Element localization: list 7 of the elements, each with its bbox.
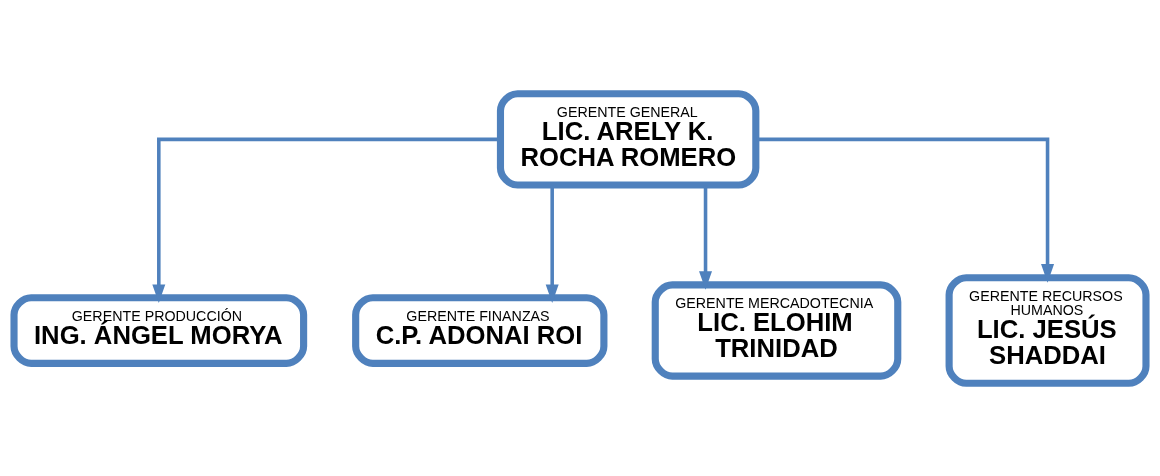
node-box: GERENTE RECURSOS HUMANOS LIC. JESÚS SHADDAI bbox=[945, 273, 1150, 387]
arrow bbox=[756, 137, 1055, 283]
node-box: GERENTE PRODUCCIÓN ING. ÁNGEL MORYA bbox=[10, 293, 308, 367]
arrow bbox=[152, 137, 500, 303]
node-box: GERENTE GENERAL LIC. ARELY K. ROCHA ROMERO bbox=[496, 89, 760, 189]
node-box: GERENTE FINANZAS C.P. ADONAI ROI bbox=[352, 293, 608, 367]
node-box: GERENTE MERCADOTECNIA LIC. ELOHIM TRINIDAD bbox=[651, 280, 902, 380]
